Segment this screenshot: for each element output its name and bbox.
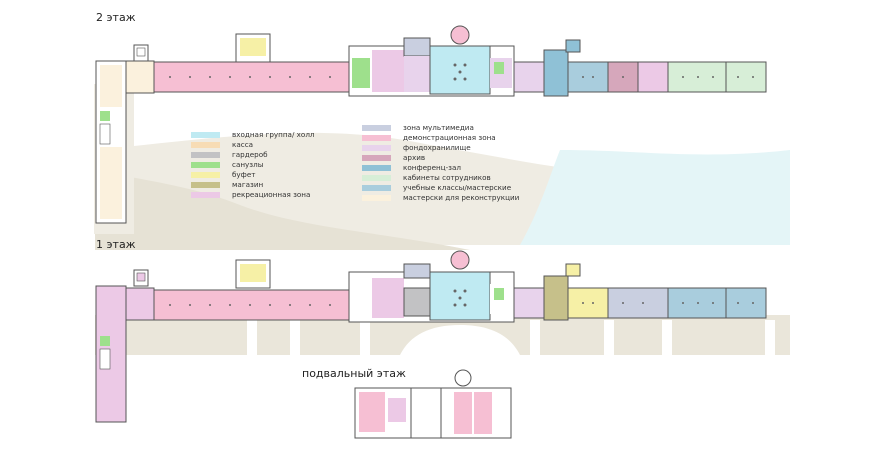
legend-label: гардероб — [232, 150, 268, 159]
legend-label: санузлы — [232, 160, 264, 169]
legend-item: касса — [191, 140, 253, 149]
legend-label: учебные классы/мастерские — [403, 183, 512, 192]
legend-item: конференц-зал — [362, 163, 461, 172]
legend-swatch — [191, 151, 220, 158]
legend-item: фондохранилище — [362, 143, 471, 152]
legend-swatch — [362, 124, 391, 131]
room-shop — [543, 275, 569, 321]
legend-swatch — [362, 144, 391, 151]
legend-label: касса — [232, 140, 254, 149]
legend-item: мастерски для реконструкции — [362, 193, 519, 202]
legend-item: демонстрационная зона — [362, 133, 496, 142]
legend-item: магазин — [191, 180, 263, 189]
room-buffet — [240, 38, 266, 56]
legend-label: демонстрационная зона — [403, 133, 496, 142]
legend-label: архив — [403, 153, 426, 162]
tower-round — [450, 25, 470, 45]
legend-item: рекреационная зона — [191, 190, 310, 199]
room-classroom — [567, 61, 609, 93]
legend-item: входная группа/ холл — [191, 130, 315, 139]
room-hall — [429, 271, 491, 321]
room-demonstration — [153, 61, 350, 93]
legend-swatch — [362, 194, 391, 201]
legend-swatch — [362, 134, 391, 141]
room-toilet — [100, 111, 110, 121]
legend-item: архив — [362, 153, 425, 162]
legend-swatch — [191, 171, 220, 178]
legend-swatch — [191, 131, 220, 138]
room-demonstration — [454, 392, 492, 434]
room-multimedia — [403, 37, 431, 57]
room-demonstration — [359, 392, 385, 432]
legend-label: конференц-зал — [403, 163, 461, 172]
room-storage — [513, 287, 545, 319]
legend-label: буфет — [232, 170, 256, 179]
legend-label: входная группа/ холл — [232, 130, 315, 139]
legend-swatch — [362, 154, 391, 161]
room-staff — [725, 61, 767, 93]
basement-plan — [354, 369, 512, 439]
room-demonstration — [153, 289, 350, 321]
room-conference — [543, 49, 569, 97]
legend-label: магазин — [232, 180, 264, 189]
room-toilet — [352, 58, 370, 88]
floor-2-plan — [95, 25, 767, 224]
room-hall — [429, 45, 491, 95]
legend-label: рекреационная зона — [232, 190, 311, 199]
legend-swatch — [362, 174, 391, 181]
legend-swatch — [362, 164, 391, 171]
room-recreation — [372, 50, 404, 92]
basement-label: подвальный этаж — [302, 367, 406, 380]
legend-label: зона мультимедиа — [403, 123, 474, 132]
legend-item: гардероб — [191, 150, 268, 159]
legend-item: зона мультимедиа — [362, 123, 474, 132]
legend-swatch — [362, 184, 391, 191]
legend-label: мастерски для реконструкции — [403, 193, 520, 202]
room-workshop — [100, 65, 122, 107]
floor-2-label: 2 этаж — [96, 11, 136, 24]
room-workshop — [100, 147, 122, 219]
legend-item: буфет — [191, 170, 255, 179]
floor-1-label: 1 этаж — [96, 238, 136, 251]
room-buffet — [240, 264, 266, 282]
room-wardrobe — [403, 287, 431, 317]
legend-item: кабинеты сотрудников — [362, 173, 491, 182]
legend-swatch — [191, 181, 220, 188]
legend-swatch — [191, 141, 220, 148]
legend-item: учебные классы/мастерские — [362, 183, 511, 192]
room-storage — [404, 56, 430, 92]
legend-item: санузлы — [191, 160, 263, 169]
floor-1-plan — [95, 250, 767, 423]
legend-swatch — [191, 191, 220, 198]
legend-label: кабинеты сотрудников — [403, 173, 491, 182]
legend-label: фондохранилище — [403, 143, 471, 152]
legend-swatch — [191, 161, 220, 168]
room-storage — [513, 61, 545, 93]
column-grid — [169, 63, 754, 307]
